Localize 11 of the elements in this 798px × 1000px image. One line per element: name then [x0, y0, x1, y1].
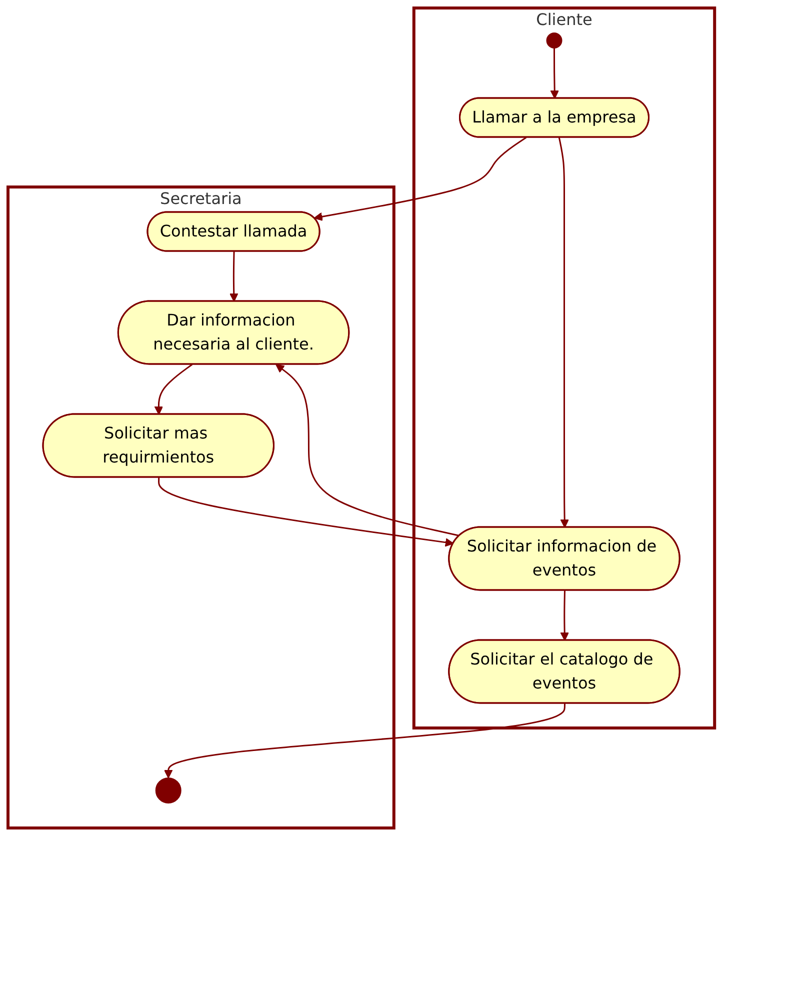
arrow: [560, 590, 569, 641]
node-circle: [546, 32, 562, 48]
arrow: [276, 364, 460, 536]
arrow: [229, 251, 238, 302]
arrow: [550, 48, 559, 99]
arrow: [558, 137, 569, 528]
arrow: [154, 364, 193, 415]
arrow: [158, 477, 454, 547]
arrow: [314, 136, 527, 221]
arrow: [164, 703, 566, 778]
node-circle: [155, 777, 182, 804]
